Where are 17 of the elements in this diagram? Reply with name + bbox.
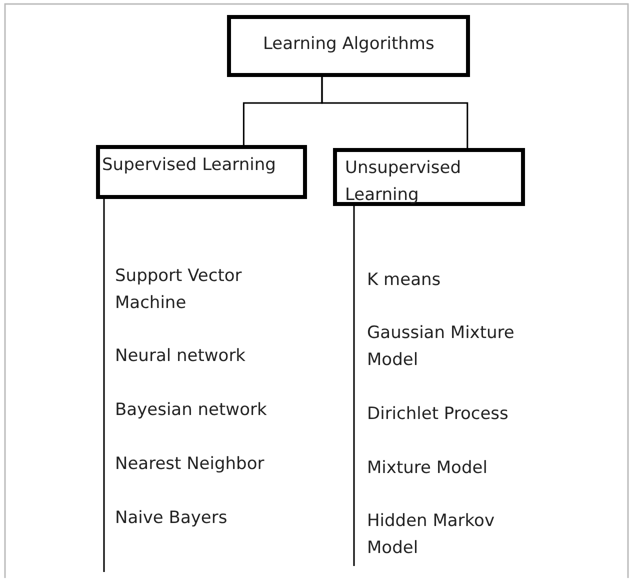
- algorithm-name: Gaussian Mixture Model: [367, 322, 516, 372]
- algorithm-name: Neural network: [115, 345, 247, 368]
- algorithm-name: K means: [367, 269, 442, 292]
- algorithm-name: Bayesian network: [115, 399, 268, 422]
- connector-line: [321, 77, 468, 148]
- category-title: Learning Algorithms: [263, 33, 436, 56]
- algorithm-name: Dirichlet Process: [367, 403, 510, 426]
- algorithm-name: Naive Bayers: [115, 507, 228, 530]
- category-box: [96, 145, 307, 199]
- category-box: [333, 148, 525, 206]
- category-title: Unsupervised Learning: [345, 157, 462, 207]
- algorithm-name: Nearest Neighbor: [115, 453, 266, 476]
- algorithm-name: Hidden Markov Model: [367, 510, 496, 560]
- algorithm-name: Mixture Model: [367, 457, 488, 480]
- category-box: [227, 15, 470, 77]
- category-title: Supervised Learning: [102, 154, 277, 177]
- algorithm-name: Support Vector Machine: [115, 265, 243, 315]
